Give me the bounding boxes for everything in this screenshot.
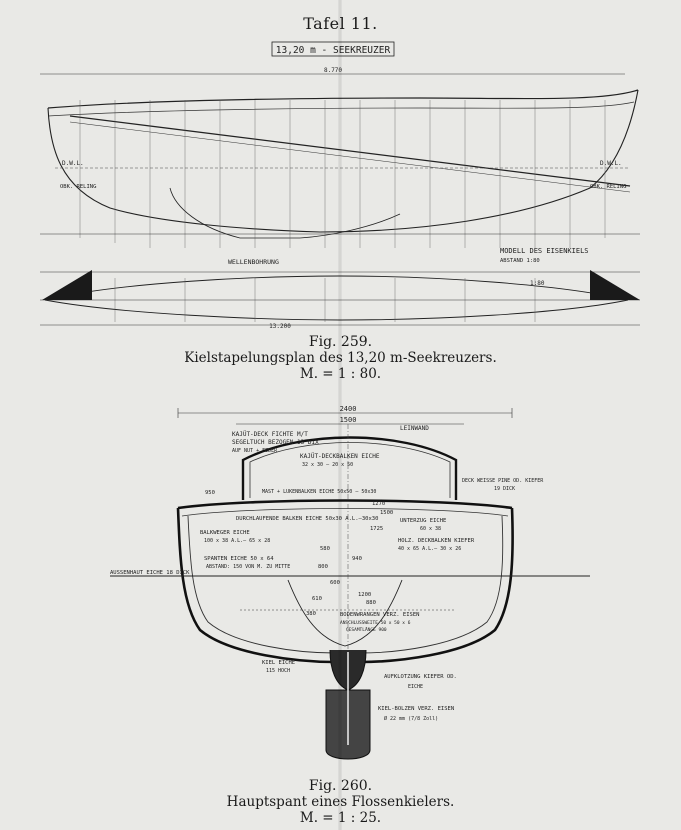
- fig259-hull-profile: [47, 89, 639, 233]
- fig260-balkweger-dim: 100 x 38 A.L.— 65 x 28: [204, 538, 270, 544]
- fig260-unterzug: UNTERZUG EICHE: [400, 518, 446, 524]
- fig260-floor: [287, 579, 403, 647]
- fig260-dim-380: 380: [306, 611, 316, 617]
- fig259-stern-wedge: [42, 270, 92, 300]
- fig259-abstand: ABSTAND 1:80: [500, 258, 540, 264]
- fig260-spanten: SPANTEN EICHE 50 x 64: [204, 556, 274, 562]
- fig260-number: Fig. 260.: [308, 778, 373, 794]
- fig260-auf-nut: AUF NUT + FEDER: [232, 448, 278, 454]
- fig260-holzdeckbalken: HOLZ. DECKBALKEN KIEFER: [398, 538, 475, 544]
- fig259-title-box: [271, 41, 395, 57]
- fig260-dim-1200: 1200: [358, 592, 371, 598]
- fig259-number: Fig. 259.: [308, 334, 373, 350]
- fig260-dim-800: 800: [318, 564, 328, 570]
- fig259-total-length: 13.200: [269, 323, 291, 330]
- fig259-scale-note: 1:80: [530, 280, 545, 287]
- fig260-dim-940: 940: [352, 556, 362, 562]
- fig259-len-top: 8.770: [324, 67, 342, 74]
- fig260-width-outer: 2400: [340, 405, 357, 413]
- fig260-aussenhaut: AUSSENHAUT EICHE 18 DICK: [110, 570, 190, 576]
- fig259-drawing-title: 13,20 m - SEEKREUZER: [276, 45, 391, 56]
- fig260-deck-dim: 19 DICK: [494, 486, 515, 492]
- fig260-deck-label: DECK WEISSE PINE OD. KIEFER: [462, 478, 544, 484]
- fig259-plan-top: [44, 275, 629, 301]
- fig260-balkweger: BALKWEGER EICHE: [200, 530, 250, 536]
- fig260-kajut-deckbalken: KAJÜT-DECKBALKEN EICHE: [300, 453, 380, 460]
- fig260-dim-600: 600: [330, 580, 340, 586]
- fig260-drawing: 2400 1500 KAJÜT-DECK FICHTE M/T SEGELTUC…: [110, 405, 590, 760]
- fig260-dim-1500: 1500: [380, 510, 393, 516]
- fig259-plan-bottom: [44, 299, 629, 321]
- fig260-dim-580: 580: [320, 546, 330, 552]
- fig259-sheer-line: [47, 89, 639, 109]
- fig260-spanten-abstand: ABSTAND: 150 VON M. ZU MITTE: [206, 564, 290, 570]
- fig260-aufklotzung2: EICHE: [408, 684, 423, 690]
- fig260-dim-950: 950: [205, 490, 215, 496]
- fig260-bodenwrangen-dim2: GESAMTLÄNGE 900: [346, 626, 387, 633]
- fig259-reling-right: OBK. RELING: [590, 184, 626, 190]
- fig259-title: Kielstapelungsplan des 13,20 m-Seekreuze…: [184, 350, 497, 366]
- fig260-dim-880: 880: [366, 600, 376, 606]
- fig260-bodenwrangen-dim: ANSCHLUSSWEITE 50 x 50 x 6: [340, 620, 411, 626]
- fig260-width-inner: 1500: [340, 416, 357, 424]
- fig260-durchlaufende: DURCHLAUFENDE BALKEN EICHE 50x30 A.L.—30…: [236, 516, 378, 522]
- fig260-caption: Fig. 260. Hauptspant eines Flossenkieler…: [0, 778, 681, 826]
- fig259-stations: [79, 100, 606, 248]
- fig260-cabin-roof: [241, 436, 458, 500]
- fig260-dim-1270: 1270: [372, 501, 385, 507]
- fig260-holzdeckbalken-dim: 40 x 65 A.L.— 30 x 26: [398, 546, 461, 552]
- fig260-scale: M. = 1 : 25.: [299, 810, 382, 826]
- fig259-scale: M. = 1 : 80.: [299, 366, 382, 382]
- fig260-dim-610: 610: [312, 596, 322, 602]
- fig260-deck: [177, 499, 513, 510]
- fig259-wellen-label: WELLENBOHRUNG: [228, 258, 279, 266]
- fig259-bow-wedge: [590, 270, 640, 300]
- fig260-kielbolzen: KIEL-BOLZEN VERZ. EISEN: [378, 706, 454, 712]
- fig259-caption: Fig. 259. Kielstapelungsplan des 13,20 m…: [0, 334, 681, 382]
- fig259-keel-line: [69, 115, 631, 187]
- fig260-kiel: KIEL EICHE: [262, 660, 295, 666]
- fig259-reling-left: OBK. RELING: [60, 184, 96, 190]
- fig260-bodenwrangen: BODENWRANGEN VERZ. EISEN: [340, 612, 419, 618]
- fig259-dwl-right: D.W.L.: [600, 160, 622, 167]
- fig260-title: Hauptspant eines Flossenkielers.: [226, 794, 455, 810]
- fig259-drawing: 13,20 m - SEEKREUZER 8.770 D.W.L. D.W.L.…: [40, 41, 640, 330]
- fig260-segeltuch: SEGELTUCH BEZOGEN 13 DIX: [232, 439, 319, 446]
- fig260-leinwand: LEINWAND: [400, 425, 429, 432]
- fig260-kiel-dim: 115 HOCH: [266, 668, 290, 674]
- fig259-modell-label: MODELL DES EISENKIELS: [500, 247, 589, 255]
- fig260-kielbolzen-dim: Ø 22 mm (7/8 Zoll): [384, 715, 438, 722]
- fig260-dim-1725: 1725: [370, 526, 383, 532]
- fig260-kajut-deck: KAJÜT-DECK FICHTE M/T: [232, 431, 308, 438]
- fig260-mast-lukenbalken: MAST + LUKENBALKEN EICHE 50x50 — 50x30: [262, 489, 376, 495]
- fig260-kajut-deckbalken-dim: 32 x 30 — 20 x 50: [302, 462, 353, 468]
- fig260-unterzug-dim: 60 x 38: [420, 526, 441, 532]
- plate-title: Tafel 11.: [303, 14, 378, 33]
- fig260-aufklotzung: AUFKLOTZUNG KIEFER OD.: [384, 674, 457, 680]
- page-fold: [338, 0, 342, 830]
- fig259-dwl-left: D.W.L.: [62, 160, 84, 167]
